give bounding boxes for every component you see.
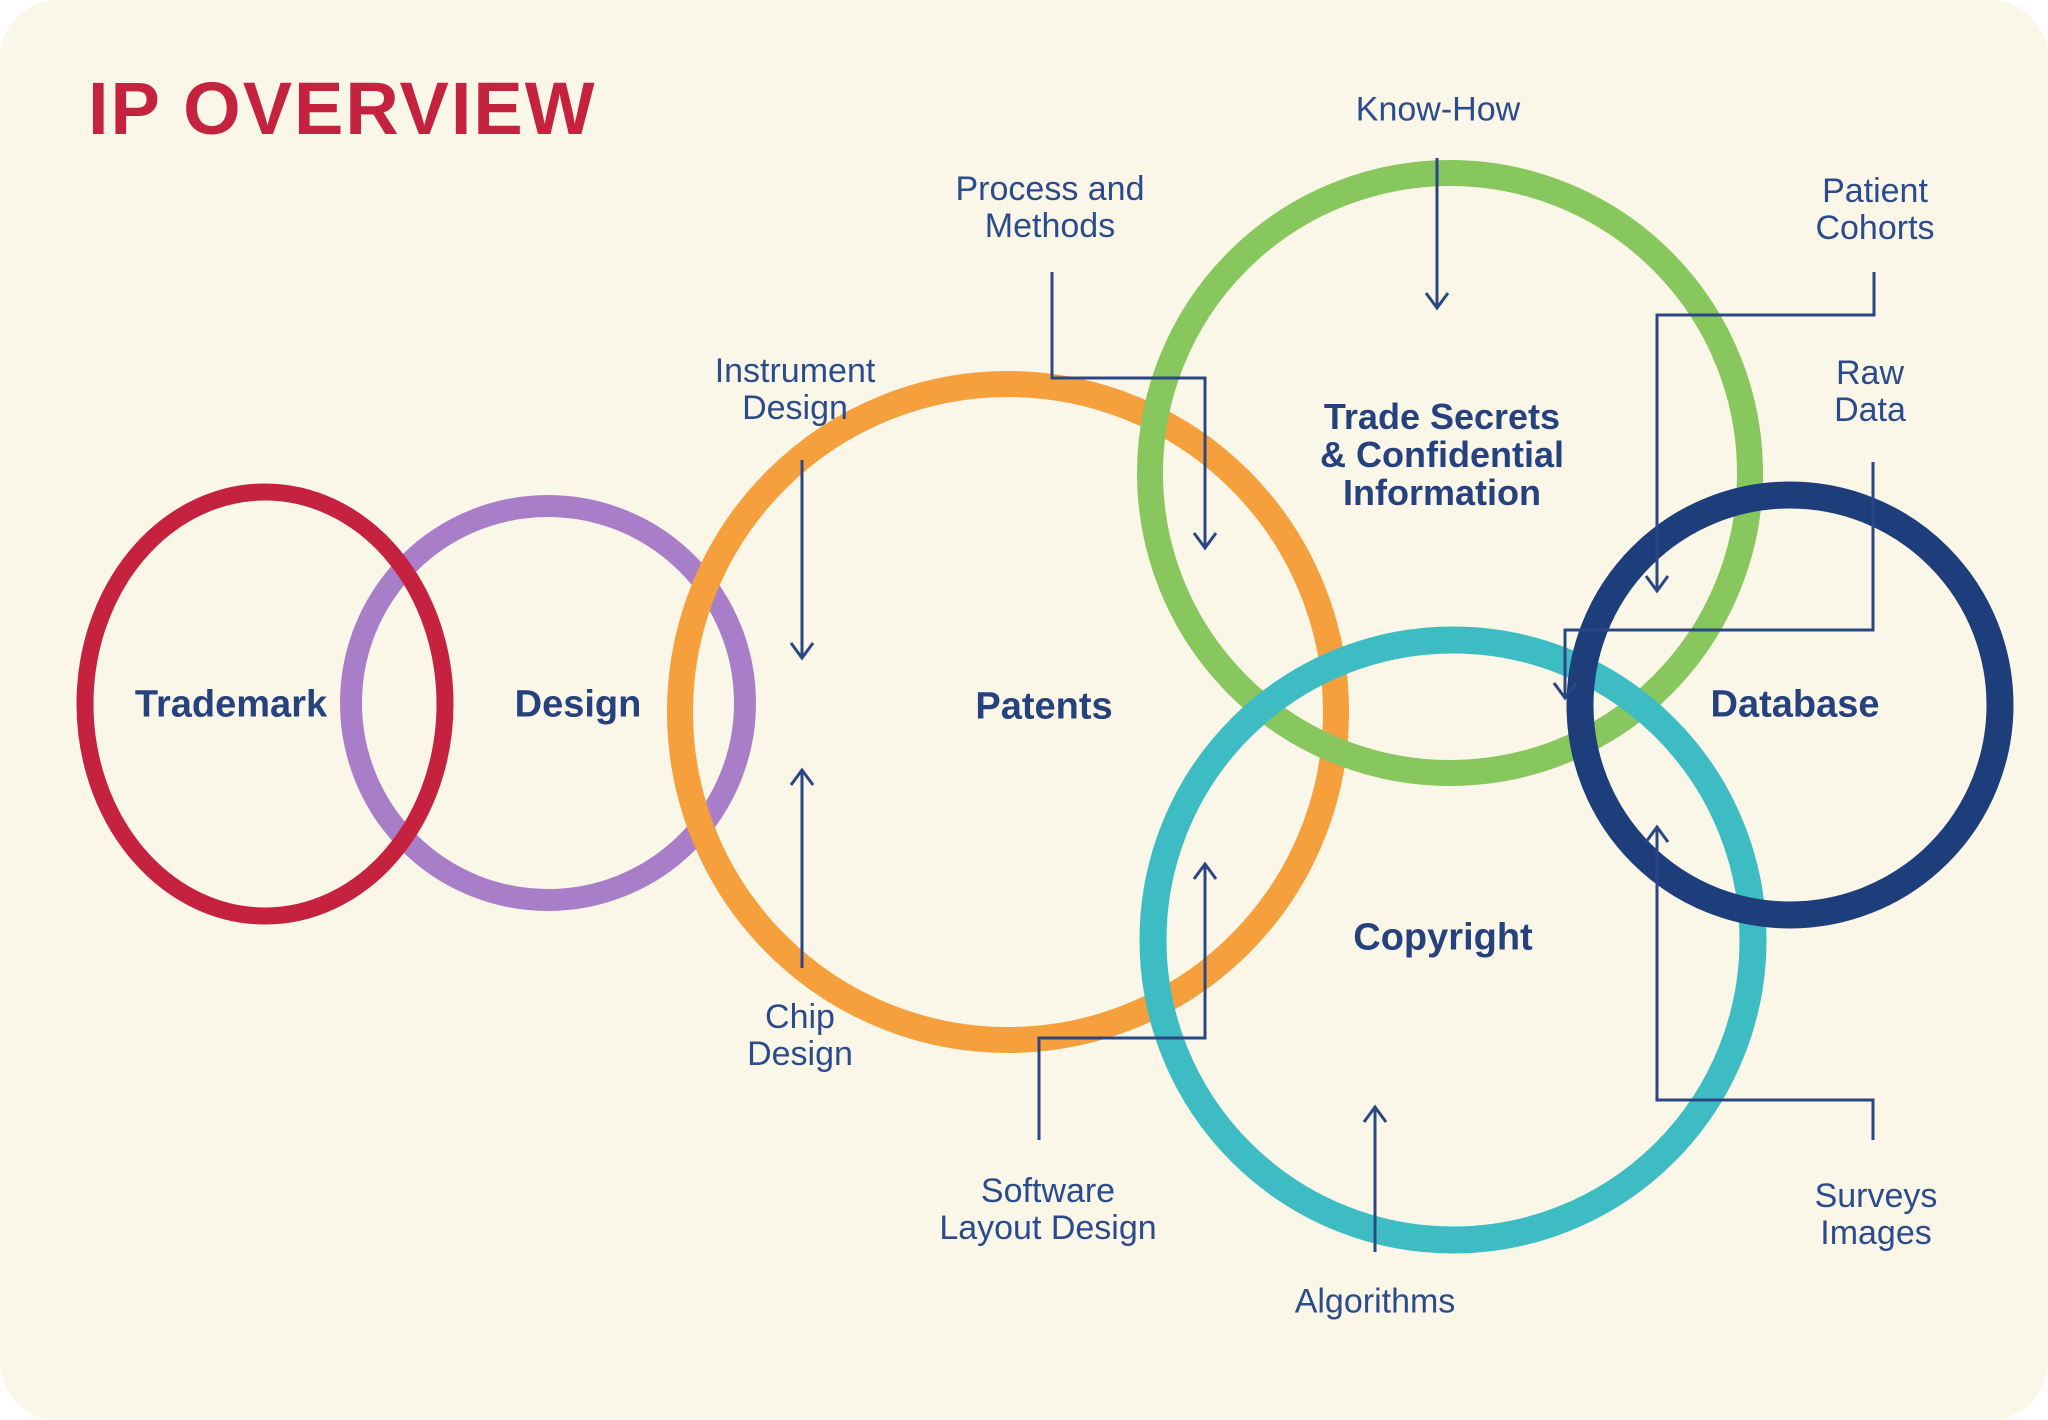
connector-lines: [789, 158, 1876, 1252]
software-layout-label: Software Layout Design: [939, 1173, 1156, 1247]
trademark-circle: [76, 483, 454, 925]
surveys-images-label-line1: Surveys: [1814, 1177, 1938, 1215]
surveys-images-connector: [1655, 827, 1875, 1140]
instrument-design-label-line2: Design: [742, 389, 848, 427]
patient-cohorts-label-line1: Patient: [1822, 172, 1928, 210]
process-methods-arrowhead: [1192, 532, 1218, 551]
design-circle: [340, 495, 756, 911]
database-circle: [1566, 481, 2014, 929]
surveys-images-label: Surveys Images: [1815, 1178, 1938, 1252]
copyright-label: Copyright: [1353, 916, 1533, 959]
surveys-images-label-line2: Images: [1820, 1214, 1932, 1252]
trade-secrets-label: Trade Secrets & Confidential Information: [1320, 398, 1564, 512]
trade-secrets-circle: [1137, 160, 1763, 786]
patient-cohorts-connector: [1655, 272, 1876, 591]
patient-cohorts-label: Patient Cohorts: [1815, 173, 1934, 247]
know-how-arrowhead: [1424, 292, 1450, 311]
patents-label: Patents: [975, 685, 1113, 728]
trade-secrets-label-line2: & Confidential: [1320, 434, 1564, 475]
algorithms-arrowhead: [1362, 1104, 1388, 1123]
trade-secrets-label-line3: Information: [1343, 472, 1541, 513]
process-methods-connector: [1050, 272, 1207, 548]
algorithms-label: Algorithms: [1294, 1282, 1456, 1321]
database-label: Database: [1710, 683, 1880, 726]
instrument-design-arrowhead: [789, 642, 815, 661]
patient-cohorts-label-line2: Cohorts: [1815, 209, 1935, 247]
patents-circle: [667, 371, 1349, 1053]
raw-data-connector: [1563, 462, 1875, 698]
raw-data-label: Raw Data: [1834, 355, 1906, 429]
copyright-circle: [1139, 626, 1767, 1254]
instrument-design-label: Instrument Design: [715, 353, 876, 427]
software-layout-arrowhead: [1192, 861, 1218, 880]
software-layout-connector: [1037, 864, 1207, 1140]
process-methods-label: Process and Methods: [956, 171, 1145, 245]
instrument-design-label-line1: Instrument: [714, 352, 876, 390]
patient-cohorts-arrowhead: [1644, 575, 1670, 594]
page-title: IP OVERVIEW: [88, 67, 597, 150]
surveys-images-arrowhead: [1644, 824, 1670, 843]
raw-data-arrowhead: [1552, 682, 1578, 701]
design-label: Design: [514, 683, 642, 726]
software-layout-label-line1: Software: [980, 1172, 1116, 1210]
know-how-label: Know-How: [1355, 90, 1521, 129]
raw-data-label-line2: Data: [1834, 391, 1906, 429]
trademark-label: Trademark: [134, 683, 328, 726]
raw-data-label-line1: Raw: [1835, 354, 1905, 392]
trade-secrets-label-line1: Trade Secrets: [1323, 396, 1561, 437]
process-methods-label-line2: Methods: [984, 207, 1116, 245]
process-methods-label-line1: Process and: [955, 170, 1145, 208]
software-layout-label-line2: Layout Design: [939, 1209, 1157, 1247]
chip-design-label-line2: Design: [747, 1035, 853, 1073]
chip-design-label: Chip Design: [747, 999, 853, 1073]
chip-design-arrowhead: [789, 767, 815, 786]
chip-design-label-line1: Chip: [765, 998, 835, 1036]
